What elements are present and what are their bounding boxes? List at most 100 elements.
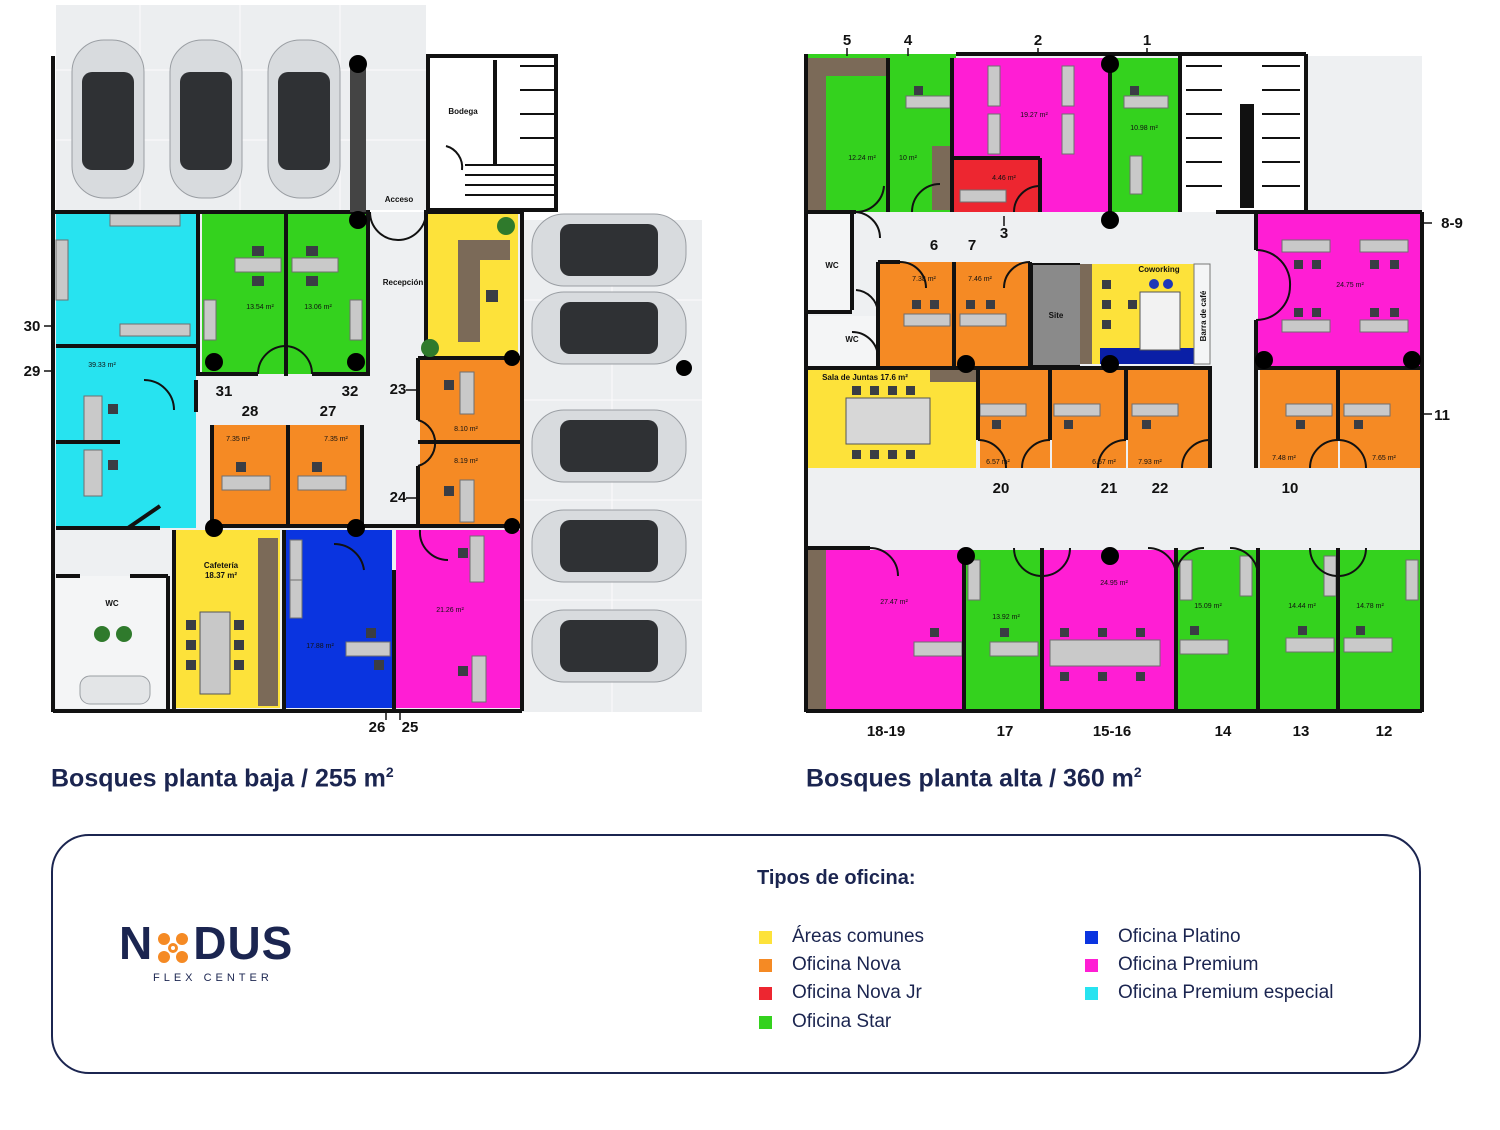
label-recepcion: Recepción [383,278,424,287]
room-3[interactable] [954,158,1040,212]
office-number-3: 3 [1000,225,1008,242]
office-number-21: 21 [1101,480,1118,497]
office-number-20: 20 [993,480,1010,497]
room-10a[interactable] [1260,370,1338,468]
wc-upper-2[interactable] [808,316,878,366]
label-acceso: Acceso [385,195,414,204]
room-20[interactable] [980,370,1050,468]
coworking-blue [1100,348,1194,364]
label-wc: WC [105,599,119,608]
legend-item-oficina-premium: Oficina Premium [1085,954,1258,976]
room-21[interactable] [396,530,520,708]
area-23: 8.10 m² [454,426,478,433]
upper-floor-title: Bosques planta alta / 360 m2 [806,764,1142,793]
area-12-24: 12.24 m² [848,155,876,162]
area-7-65: 7.65 m² [1372,455,1396,462]
car-icon [531,409,687,483]
office-number-22: 22 [1152,480,1169,497]
sala-wood [930,370,976,382]
office-number-15-16: 15-16 [1093,723,1131,740]
upper-floor-plan: WC WC Site Coworking Sala de Juntas 17.6… [804,32,1463,740]
room-27[interactable] [290,425,362,525]
room-5-wood-side [808,58,826,212]
room-2-lower[interactable] [1042,158,1110,212]
legend-item-oficina-star: Oficina Star [759,1011,891,1033]
office-number-4: 4 [904,32,913,49]
room-17[interactable] [286,530,392,708]
brand-name-right: DUS [193,917,294,969]
car-icon [531,509,687,583]
office-number-13: 13 [1293,723,1310,740]
car-icon [531,213,687,287]
legend-label: Oficina Premium [1118,954,1259,975]
room-28[interactable] [214,425,286,525]
room-39[interactable] [56,214,196,528]
legend-swatch [759,958,772,972]
area-27: 7.35 m² [324,436,348,443]
wc-upper-1[interactable] [808,214,850,310]
legend-swatch [759,986,772,1000]
area-27-47: 27.47 m² [880,599,908,606]
office-number-8-9: 8-9 [1441,215,1463,232]
legend-swatch [1085,958,1098,972]
legend-item-oficina-nova: Oficina Nova [759,954,901,976]
room-22[interactable] [1128,370,1208,468]
legend-label: Oficina Star [792,1011,892,1032]
office-number-28: 28 [242,403,259,420]
area-6-57-a: 6.57 m² [986,459,1010,466]
legend-label: Oficina Premium especial [1118,982,1334,1003]
office-number-1: 1 [1143,32,1151,49]
area-7-48: 7.48 m² [1272,455,1296,462]
office-number-5: 5 [843,32,851,49]
label-coworking: Coworking [1138,265,1179,274]
car-icon [531,291,687,365]
office-number-29: 29 [24,363,41,380]
room-21[interactable] [1052,370,1126,468]
room-13a[interactable] [202,214,286,374]
coworking-table [1139,291,1181,351]
reception-desk-top [458,240,510,260]
room-2[interactable] [954,58,1110,158]
legend-label: Oficina Platino [1118,926,1241,947]
office-number-6: 6 [930,237,938,254]
area-13a: 13.54 m² [246,304,274,311]
brand-logo: N DUS FLEX CENTER [119,916,329,984]
ground-floor-title: Bosques planta baja / 255 m2 [51,764,394,793]
room-10b[interactable] [1340,370,1420,468]
area-7-93: 7.93 m² [1138,459,1162,466]
top-edge-green [806,54,956,58]
label-cafeteria: Cafetería [204,561,239,570]
label-bodega: Bodega [448,107,478,116]
office-number-18-19: 18-19 [867,723,905,740]
area-14-44: 14.44 m² [1288,603,1316,610]
legend-item-oficina-platino: Oficina Platino [1085,926,1241,948]
area-24-95: 24.95 m² [1100,580,1128,587]
office-number-27: 27 [320,403,337,420]
room-18-19-wood [808,550,826,710]
area-13b: 13.06 m² [304,304,332,311]
room-1[interactable] [1112,58,1178,212]
car-icon [71,39,145,199]
legend-swatch [1085,986,1098,1000]
legend-swatch [1085,930,1098,944]
office-number-24: 24 [390,489,407,506]
area-19-27: 19.27 m² [1020,112,1048,119]
sala-table [845,397,931,445]
car-icon [267,39,341,199]
room-8-9[interactable] [1258,214,1420,366]
ground-floor-title-text: Bosques planta baja / 255 m [51,764,386,793]
stair-block [426,54,558,212]
site-room[interactable] [1032,264,1080,366]
label-site: Site [1049,311,1064,320]
room-13b[interactable] [288,214,368,374]
office-number-11: 11 [1434,407,1450,424]
barra-cafe[interactable] [1193,263,1211,365]
legend-panel: N DUS FLEX CENTER Tipos de oficina: Área… [51,834,1421,1074]
room-18-19[interactable] [808,550,964,710]
legend-label: Oficina Nova [792,954,901,975]
brand-name: N DUS [119,916,329,970]
legend-label: Áreas comunes [792,926,925,947]
area-21: 21.26 m² [436,607,464,614]
office-number-10: 10 [1282,480,1299,497]
office-number-31: 31 [216,383,233,400]
